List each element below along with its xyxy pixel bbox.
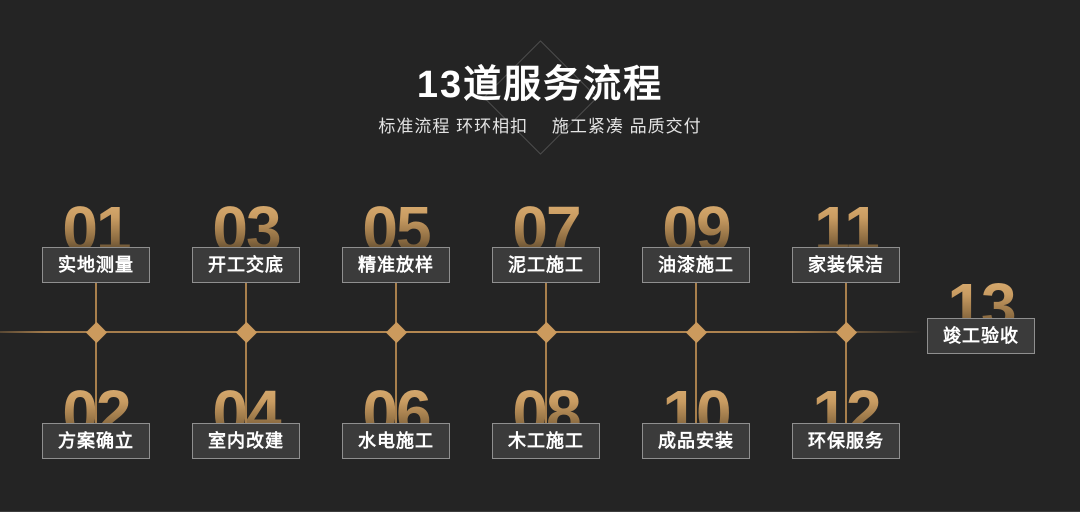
connector-line [545,283,547,423]
timeline-node-diamond [535,321,558,344]
timeline-column-end: 13 竣工验收 [906,0,1056,512]
timeline-node-diamond [835,321,858,344]
step-label: 实地测量 [42,247,150,283]
connector-line [245,283,247,423]
connector-line [95,283,97,423]
timeline-column-1: 01 实地测量 02 方案确立 [21,0,171,512]
timeline-column-4: 07 泥工施工 08 木工施工 [471,0,621,512]
timeline-column-3: 05 精准放样 06 水电施工 [321,0,471,512]
timeline-node-diamond [685,321,708,344]
page-title: 13道服务流程 [416,64,664,106]
timeline-line [0,331,922,333]
timeline-column-2: 03 开工交底 04 室内改建 [171,0,321,512]
timeline-node-diamond [385,321,408,344]
step-label: 家装保洁 [792,247,900,283]
step-label: 精准放样 [342,247,450,283]
step-label: 方案确立 [42,423,150,459]
step-label: 竣工验收 [927,318,1035,354]
connector-line [695,283,697,423]
step-label: 油漆施工 [642,247,750,283]
timeline-column-5: 09 油漆施工 10 成品安装 [621,0,771,512]
connector-line [845,283,847,423]
connector-line [395,283,397,423]
step-label: 木工施工 [492,423,600,459]
step-label: 环保服务 [792,423,900,459]
timeline-node-diamond [85,321,108,344]
step-label: 室内改建 [192,423,300,459]
step-label: 开工交底 [192,247,300,283]
timeline-column-6: 11 家装保洁 12 环保服务 [771,0,921,512]
step-label: 成品安装 [642,423,750,459]
step-label: 泥工施工 [492,247,600,283]
timeline-node-diamond [235,321,258,344]
step-label: 水电施工 [342,423,450,459]
page-subtitle: 标准流程 环环相扣 施工紧凑 品质交付 [378,117,702,136]
